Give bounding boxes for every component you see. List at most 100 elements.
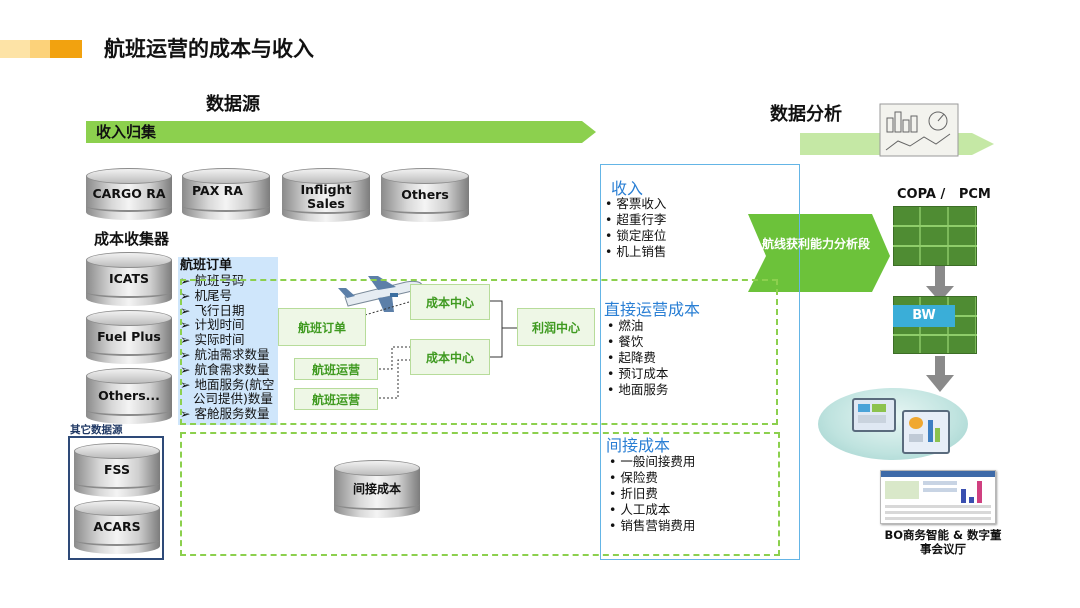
indirect-cost-title: 间接成本 bbox=[606, 436, 671, 455]
db-cargo-ra: CARGO RA bbox=[86, 168, 172, 220]
flight-order-title: 航班订单 bbox=[180, 258, 233, 273]
db-label: CARGO RA bbox=[92, 186, 166, 201]
other-sources-label: 其它数据源 bbox=[70, 424, 123, 436]
chart-card bbox=[879, 103, 959, 157]
list-item-text: 锁定座位 bbox=[616, 228, 667, 243]
list-item: ➢ 客舱服务数量 bbox=[180, 406, 270, 422]
list-item-text: 燃油 bbox=[618, 318, 644, 333]
monitor-icon bbox=[852, 398, 896, 432]
bo-report-thumbnail bbox=[880, 470, 996, 524]
db-pax-ra: PAX RA bbox=[182, 168, 270, 220]
list-item: • 折旧费 bbox=[609, 486, 658, 501]
list-item: • 燃油 bbox=[607, 318, 644, 333]
list-item-text: 一般间接费用 bbox=[620, 454, 696, 469]
page-title: 航班运营的成本与收入 bbox=[104, 37, 314, 61]
list-item: • 地面服务 bbox=[607, 382, 669, 397]
db-label: Fuel Plus bbox=[97, 329, 161, 344]
direct-region bbox=[180, 279, 778, 425]
bw-label: BW bbox=[893, 305, 955, 327]
db-fss: FSS bbox=[74, 443, 160, 497]
db-indirect-cost: 间接成本 bbox=[334, 460, 420, 518]
direct-cost-list: • 燃油 • 餐饮 • 起降费 • 预订成本 • 地面服务 bbox=[607, 318, 668, 398]
list-item: • 超重行李 bbox=[605, 212, 667, 227]
db-label: Others bbox=[401, 187, 449, 202]
flight-order-list: ➢ 航班号码 ➢ 机尾号 ➢ 飞行日期 ➢ 计划时间 ➢ 实际时间 ➢ 航油需求… bbox=[180, 273, 275, 422]
db-icats: ICATS bbox=[86, 252, 172, 306]
source-heading: 数据源 bbox=[206, 94, 260, 115]
list-item-text: 地面服务 bbox=[618, 382, 669, 397]
indirect-region bbox=[180, 432, 780, 556]
flight-order-panel bbox=[178, 257, 278, 425]
indirect-cost-list: • 一般间接费用 • 保险费 • 折旧费 • 人工成本 • 销售营销费用 bbox=[609, 454, 695, 534]
list-item-text: 超重行李 bbox=[616, 212, 667, 227]
list-item-text: 航食需求数量 bbox=[194, 361, 270, 377]
list-item-text: 航油需求数量 bbox=[194, 346, 270, 362]
list-item-text: 保险费 bbox=[620, 470, 658, 485]
list-item: ➢ 实际时间 bbox=[180, 332, 245, 348]
revenue-list: • 客票收入 • 超重行李 • 锁定座位 • 机上销售 bbox=[605, 196, 666, 260]
db-label: Inflight Sales bbox=[300, 182, 352, 211]
list-item-text: 客舱服务数量 bbox=[194, 406, 270, 422]
list-item: • 锁定座位 bbox=[605, 228, 667, 243]
list-item-text: 餐饮 bbox=[618, 334, 644, 349]
list-item: ➢ 计划时间 bbox=[180, 317, 245, 333]
list-item: • 餐饮 bbox=[607, 334, 644, 349]
list-item: • 预订成本 bbox=[607, 366, 669, 381]
revenue-panel-title: 收入 bbox=[611, 179, 644, 198]
db-label: ICATS bbox=[108, 271, 150, 286]
list-item-text: 计划时间 bbox=[194, 317, 245, 333]
list-item: • 机上销售 bbox=[605, 244, 667, 259]
db-others-revenue: Others bbox=[381, 168, 469, 222]
list-item-text: 公司提供)数量 bbox=[193, 391, 273, 407]
db-fuel-plus: Fuel Plus bbox=[86, 310, 172, 364]
db-inflight-sales: Inflight Sales bbox=[282, 168, 370, 222]
copa-cube bbox=[893, 206, 977, 266]
cost-center-box-1: 成本中心 bbox=[410, 284, 490, 320]
list-item-text: 地面服务(航空 bbox=[194, 376, 275, 392]
db-label: 间接成本 bbox=[352, 482, 401, 496]
flight-ops-box-1: 航班运营 bbox=[294, 358, 378, 380]
db-others-cost: Others... bbox=[86, 368, 172, 424]
list-item-text: 实际时间 bbox=[194, 332, 245, 348]
list-item-text: 客票收入 bbox=[616, 196, 667, 211]
revenue-collect-arrow bbox=[86, 121, 596, 143]
cost-collector-label: 成本收集器 bbox=[94, 230, 170, 248]
list-item-text: 起降费 bbox=[618, 350, 656, 365]
list-item: • 保险费 bbox=[609, 470, 658, 485]
list-item: 公司提供)数量 bbox=[180, 391, 274, 407]
analysis-heading: 数据分析 bbox=[770, 104, 842, 125]
list-item: • 客票收入 bbox=[605, 196, 667, 211]
title-bar-3 bbox=[50, 40, 82, 58]
route-profit-arrow bbox=[748, 214, 890, 292]
route-profit-label: 航线获利能力分析段 bbox=[761, 237, 870, 251]
profit-center-box: 利润中心 bbox=[517, 308, 595, 346]
db-label: PAX RA bbox=[192, 183, 243, 198]
list-item-text: 预订成本 bbox=[618, 366, 669, 381]
list-item: ➢ 航食需求数量 bbox=[180, 361, 270, 377]
list-item: ➢ 机尾号 bbox=[180, 287, 232, 303]
flight-ops-box-2: 航班运营 bbox=[294, 388, 378, 410]
title-bar-1 bbox=[0, 40, 30, 58]
list-item-text: 人工成本 bbox=[620, 502, 671, 517]
title-bar-2 bbox=[30, 40, 50, 58]
direct-cost-title: 直接运营成本 bbox=[604, 300, 701, 319]
result-panel bbox=[600, 164, 800, 560]
db-acars: ACARS bbox=[74, 500, 160, 554]
db-label: Others... bbox=[98, 388, 160, 403]
list-item: • 起降费 bbox=[607, 350, 656, 365]
list-item: • 销售营销费用 bbox=[609, 518, 696, 533]
list-item: ➢ 地面服务(航空 bbox=[180, 376, 275, 392]
revenue-collect-label: 收入归集 bbox=[96, 123, 157, 141]
list-item-text: 飞行日期 bbox=[194, 302, 245, 318]
cost-center-box-2: 成本中心 bbox=[410, 339, 490, 375]
other-sources-box bbox=[68, 436, 164, 560]
bo-caption: BO商务智能 & 数字董事会议厅 bbox=[884, 528, 1002, 556]
list-item-text: 机上销售 bbox=[616, 244, 667, 259]
list-item: • 人工成本 bbox=[609, 502, 671, 517]
list-item: • 一般间接费用 bbox=[609, 454, 696, 469]
list-item-text: 折旧费 bbox=[620, 486, 658, 501]
dashboard-icon bbox=[902, 410, 950, 454]
copa-pcm-label: COPA / PCM bbox=[897, 187, 991, 202]
list-item-text: 销售营销费用 bbox=[620, 518, 696, 533]
